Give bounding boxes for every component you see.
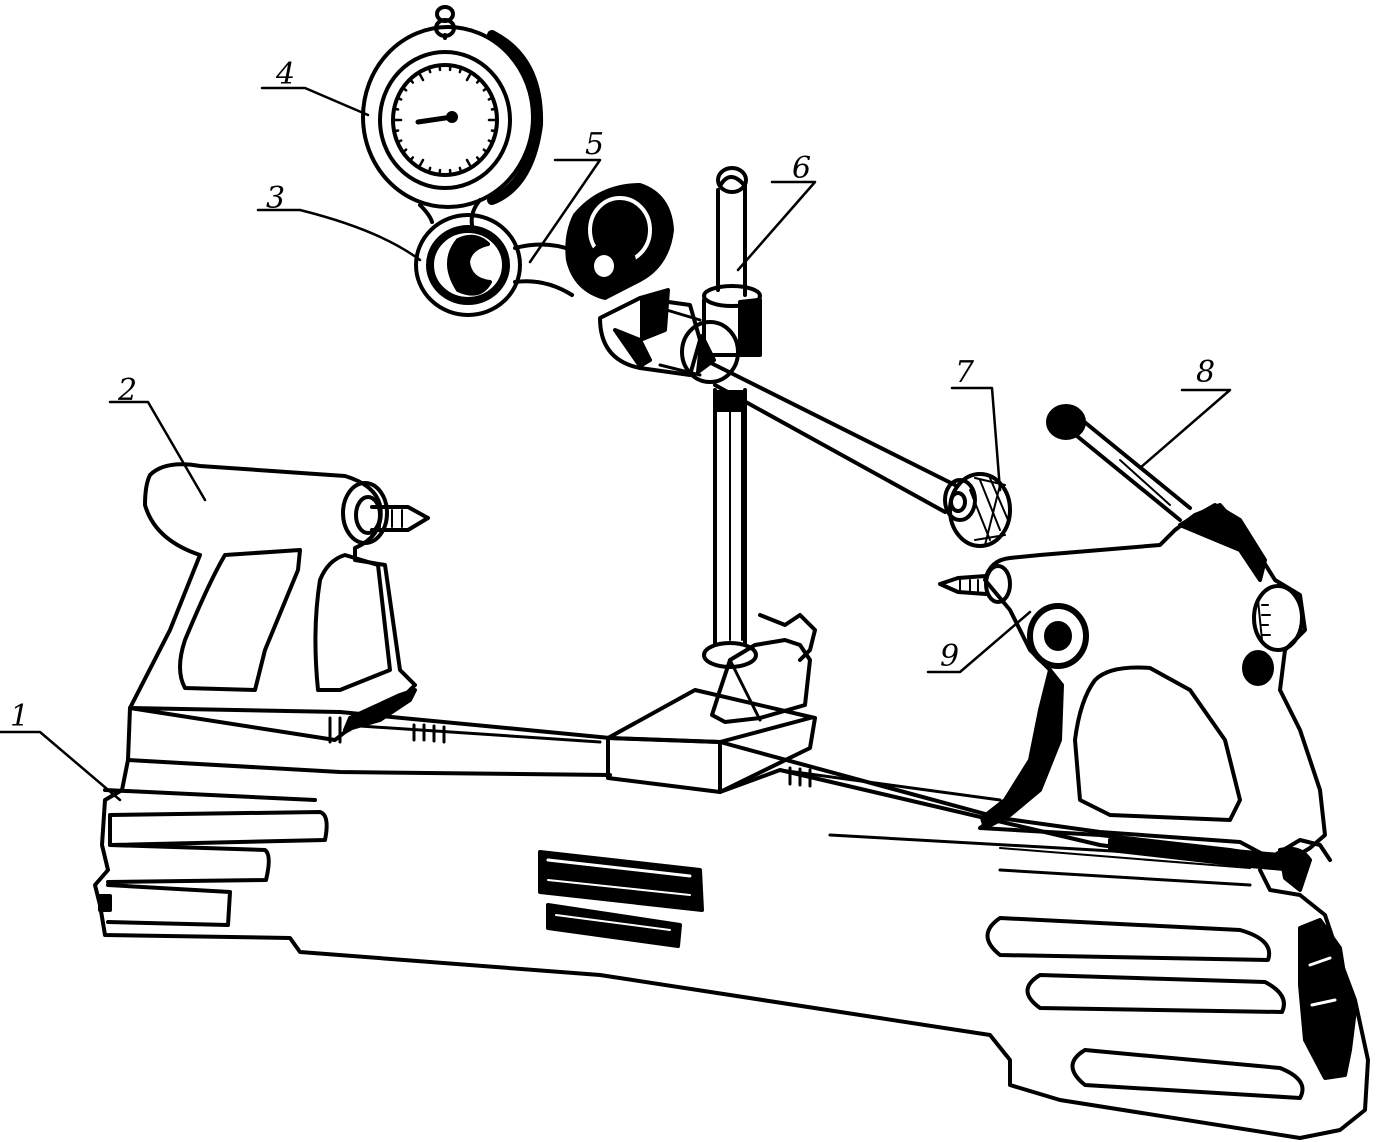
dial-tick xyxy=(417,158,425,169)
dial-tick xyxy=(487,96,494,101)
dial-tick xyxy=(396,139,403,144)
callout-7: 7 xyxy=(955,355,975,390)
dial-indicator xyxy=(361,5,544,227)
dial-tick xyxy=(465,158,473,169)
dial-ticks xyxy=(391,64,499,176)
dial-tick xyxy=(465,71,473,82)
callout-2: 2 xyxy=(118,373,138,408)
dial-tick xyxy=(408,78,415,84)
dial-tick xyxy=(401,86,408,92)
dial-tick xyxy=(458,166,463,174)
dial-tick xyxy=(487,139,494,144)
callout-6: 6 xyxy=(792,151,812,186)
indicator-arm xyxy=(513,183,1012,548)
callout-9: 9 xyxy=(940,639,960,674)
leader-lines xyxy=(0,86,1232,802)
dial-tick xyxy=(482,86,489,92)
dial-tick xyxy=(417,71,425,82)
dial-tick xyxy=(396,96,403,101)
dial-tick xyxy=(475,78,482,84)
callout-1: 1 xyxy=(10,699,30,734)
callout-8: 8 xyxy=(1196,355,1216,390)
dial-tick xyxy=(475,156,482,162)
dial-tick xyxy=(401,148,408,154)
dial-tick xyxy=(392,107,400,111)
callout-3: 3 xyxy=(266,181,286,216)
dial-tick xyxy=(427,66,432,74)
callout-5: 5 xyxy=(585,127,605,162)
dial-tick xyxy=(490,129,498,133)
bed xyxy=(93,706,1370,1140)
lever-handle xyxy=(1046,404,1192,522)
dial-tick xyxy=(482,148,489,154)
dial-tick xyxy=(458,66,463,74)
stand xyxy=(606,166,817,794)
dial-tick xyxy=(490,107,498,111)
left-headstock xyxy=(128,462,430,744)
clamp-ring xyxy=(414,213,522,317)
dial-tick xyxy=(392,129,400,133)
dial-tick xyxy=(427,166,432,174)
dial-tick xyxy=(408,156,415,162)
rail-marks xyxy=(358,723,1002,802)
right-tailstock xyxy=(938,503,1327,892)
callout-4: 4 xyxy=(276,57,296,92)
